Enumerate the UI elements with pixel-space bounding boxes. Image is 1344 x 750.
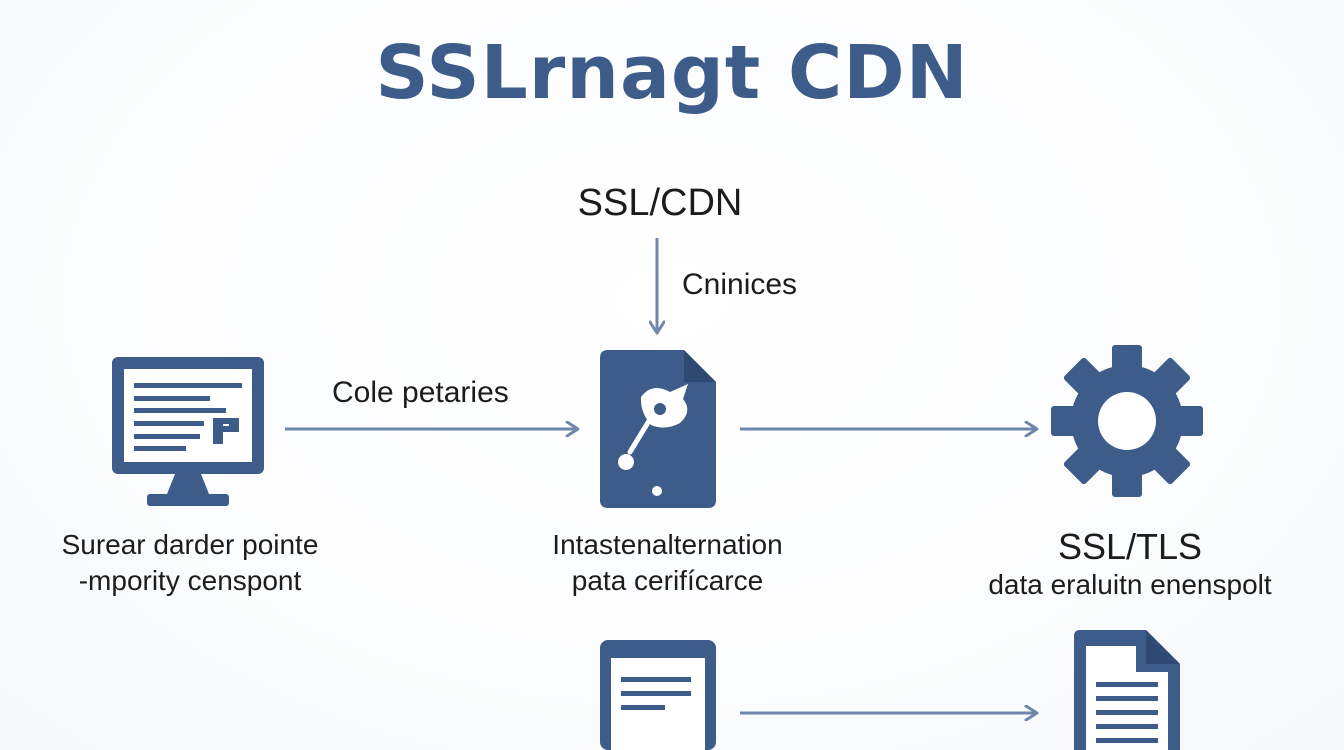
document-icon bbox=[1074, 630, 1180, 750]
center-node-caption-line1: Intastenalternation bbox=[552, 529, 783, 560]
edge-label-left-to-center: Cole petaries bbox=[332, 376, 509, 409]
edge-label-top-to-center: Cninices bbox=[682, 268, 798, 301]
center-node-caption-line2: pata cerifícarce bbox=[571, 565, 764, 596]
monitor-icon bbox=[112, 357, 264, 506]
top-node-label: SSL/CDN bbox=[577, 182, 743, 224]
right-node-caption: SSL/TLS data eraluitn enenspolt bbox=[950, 527, 1310, 603]
gear-icon bbox=[1051, 345, 1203, 497]
right-node-caption-line2: data eraluitn enenspolt bbox=[988, 569, 1272, 600]
left-node-caption-line1: Surear darder pointe bbox=[61, 529, 319, 560]
browser-window-icon bbox=[600, 640, 716, 750]
left-node-caption-line2: -mpority censpont bbox=[78, 565, 302, 596]
left-node-caption: Surear darder pointe -mpority censpont bbox=[20, 527, 360, 599]
right-node-caption-line1: SSL/TLS bbox=[1057, 526, 1203, 567]
diagram-title: SSLrnagt CDN bbox=[375, 30, 969, 116]
certificate-phone-icon bbox=[600, 350, 716, 508]
center-node-caption: Intastenalternation pata cerifícarce bbox=[500, 527, 835, 599]
